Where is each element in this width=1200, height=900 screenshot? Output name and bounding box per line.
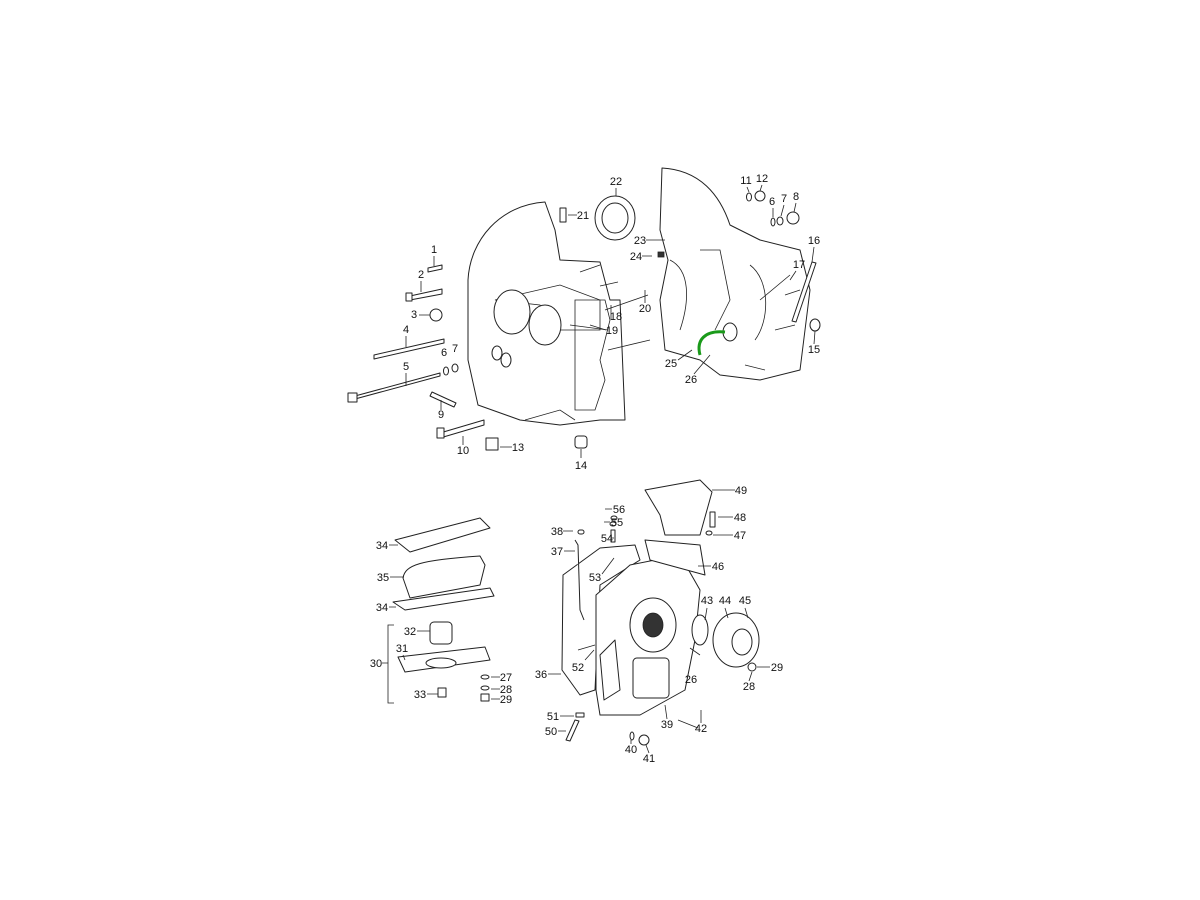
callout-18: 18 <box>610 311 622 323</box>
callout-26b: 26 <box>685 674 697 686</box>
timing-cover <box>561 479 760 746</box>
callout-52: 52 <box>572 662 584 674</box>
callout-9: 9 <box>438 409 444 421</box>
callout-12: 12 <box>756 173 768 185</box>
callout-19: 19 <box>606 325 618 337</box>
callout-42: 42 <box>695 723 707 735</box>
callout-15: 15 <box>808 344 820 356</box>
callout-7b: 7 <box>781 193 787 205</box>
right-crankcase-half <box>659 167 811 381</box>
callout-11: 11 <box>740 175 751 187</box>
callout-41: 41 <box>643 753 655 765</box>
callout-16: 16 <box>808 235 820 247</box>
cover-set <box>387 517 495 704</box>
callout-23: 23 <box>634 235 646 247</box>
callout-45: 45 <box>739 595 751 607</box>
callout-56: 56 <box>613 504 625 516</box>
callout-28b: 28 <box>743 681 755 693</box>
callout-17: 17 <box>793 259 805 271</box>
callout-5: 5 <box>403 361 409 373</box>
callout-38: 38 <box>551 526 563 538</box>
callout-35: 35 <box>377 572 389 584</box>
callout-53: 53 <box>589 572 601 584</box>
callout-31: 31 <box>396 643 408 655</box>
left-crankcase-half <box>467 201 651 426</box>
callout-43: 43 <box>701 595 713 607</box>
callout-14: 14 <box>575 460 587 472</box>
callout-20: 20 <box>639 303 651 315</box>
callout-6: 6 <box>441 347 447 359</box>
callout-34b: 34 <box>376 602 388 614</box>
callout-54: 54 <box>601 533 613 545</box>
callout-22: 22 <box>610 176 622 188</box>
callout-3: 3 <box>411 309 417 321</box>
callout-29b: 29 <box>771 662 783 674</box>
leader-lines <box>382 184 816 754</box>
callout-24: 24 <box>630 251 642 263</box>
callout-27: 27 <box>500 672 512 684</box>
callout-44: 44 <box>719 595 731 607</box>
callout-8: 8 <box>793 191 799 203</box>
callout-26: 26 <box>685 374 697 386</box>
callout-6b: 6 <box>769 196 775 208</box>
callout-40: 40 <box>625 744 637 756</box>
callout-29: 29 <box>500 694 512 706</box>
callout-28: 28 <box>500 684 512 696</box>
small-parts-top <box>347 190 821 451</box>
callout-10: 10 <box>457 445 469 457</box>
callout-13: 13 <box>512 442 524 454</box>
callout-1: 1 <box>431 244 437 256</box>
callout-55: 55 <box>611 517 623 529</box>
callout-33: 33 <box>414 689 426 701</box>
callout-30: 30 <box>370 658 382 670</box>
callout-39: 39 <box>661 719 673 731</box>
callout-2: 2 <box>418 269 424 281</box>
callout-21: 21 <box>577 210 589 222</box>
callout-49: 49 <box>735 485 747 497</box>
oil-pipe-highlight <box>697 330 726 356</box>
callout-48: 48 <box>734 512 746 524</box>
callout-47: 47 <box>734 530 746 542</box>
callout-25: 25 <box>665 358 677 370</box>
callout-50: 50 <box>545 726 557 738</box>
callout-36: 36 <box>535 669 547 681</box>
callout-4: 4 <box>403 324 409 336</box>
callout-37: 37 <box>551 546 563 558</box>
callout-32: 32 <box>404 626 416 638</box>
callout-7: 7 <box>452 343 458 355</box>
callout-labels: 1 2 3 4 5 6 7 9 10 13 14 18 19 20 21 22 … <box>370 173 820 765</box>
callout-46: 46 <box>712 561 724 573</box>
callout-51: 51 <box>547 711 559 723</box>
callout-34: 34 <box>376 540 388 552</box>
